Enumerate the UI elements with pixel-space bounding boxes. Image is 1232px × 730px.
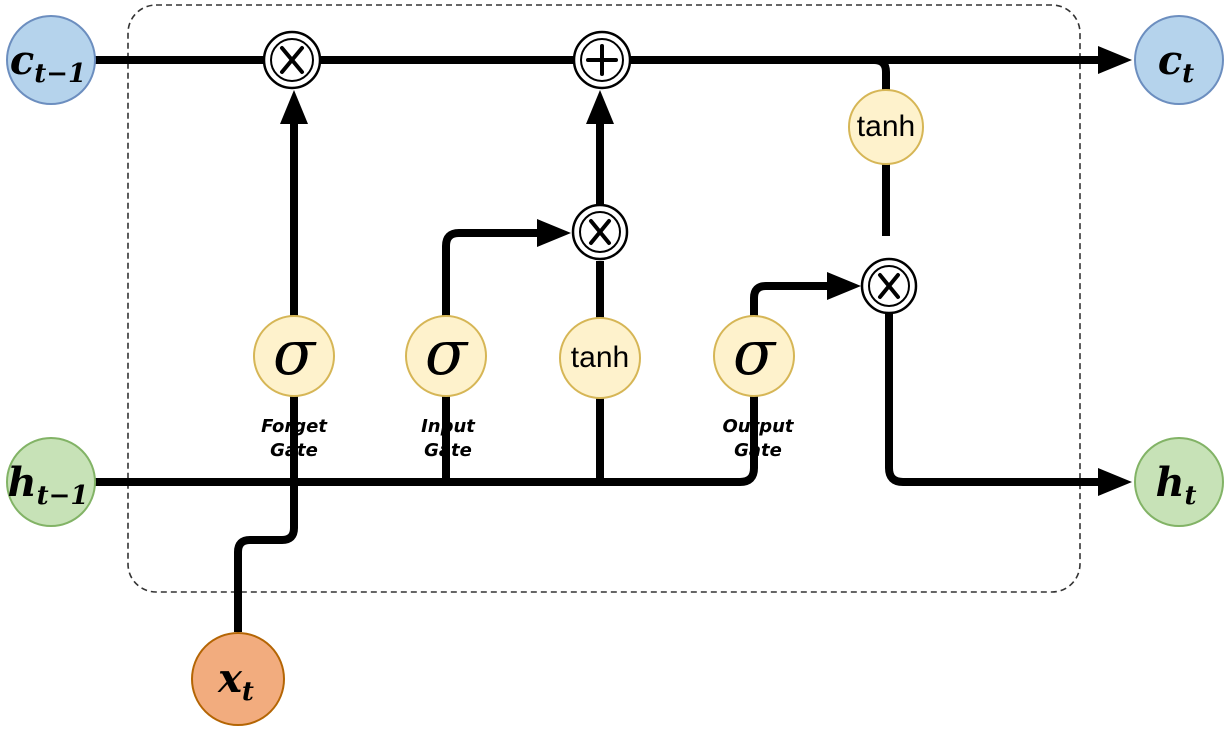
input-gate-label-line1: Input [421,416,476,437]
c-next-base: c [1158,37,1182,84]
arrowhead-cell-out [1098,46,1132,74]
svg-text:ht−1: ht−1 [8,459,89,511]
previous-cell-state-node: ct−1 [6,15,96,105]
h-next-base: h [1155,459,1184,506]
previous-hidden-state-node: ht−1 [6,437,96,527]
x-circle [191,632,285,726]
input-sigma-symbol: σ [425,316,469,389]
arrowhead-output [827,272,861,300]
arrowhead-input [537,219,571,247]
next-cell-state-node: ct [1134,15,1224,105]
wire-bus-to-output-sigma [739,394,758,486]
c-next-circle [1134,15,1224,105]
forget-gate-label-line1: Forget [261,416,328,437]
forget-gate-label-line2: Gate [270,440,318,461]
arrowhead-forget [280,90,308,124]
cell-add-operator [572,30,632,90]
x-base: x [217,655,243,702]
next-hidden-state-node: ht [1134,437,1224,527]
input-x-node: xt [191,632,285,726]
c-next-subscript: t [1182,59,1194,89]
c-prev-circle [6,15,96,105]
arrowhead-hidden-out [1098,468,1132,496]
svg-text:ct: ct [1158,37,1194,89]
x-subscript: t [242,677,254,707]
arrowhead-add [586,90,614,124]
h-prev-circle [6,437,96,527]
wire-output-to-hidden [885,314,1100,486]
cell-tanh-node: tanh [848,89,924,165]
output-gate-label-line1: Output [722,416,794,437]
wire-cell-to-tanh [788,56,890,92]
input-gate-label-line2: Gate [424,440,472,461]
svg-text:ct−1: ct−1 [10,37,86,89]
wire-x-input [234,396,298,632]
wire-output-to-mult [750,282,830,316]
forget-sigma-symbol: σ [273,316,317,389]
c-prev-base: c [10,37,34,84]
svg-text:xt: xt [217,655,254,707]
wire-input-to-mult [442,229,540,316]
lstm-cell-boundary [127,4,1081,593]
h-prev-subscript: t−1 [37,481,89,511]
input-multiply-operator [571,203,629,261]
c-prev-subscript: t−1 [34,59,86,89]
svg-text:ht: ht [1155,459,1196,511]
forget-multiply-operator [262,30,322,90]
input-gate-sigmoid: σ [405,315,487,397]
output-sigma-symbol: σ [733,316,777,389]
h-prev-base: h [8,459,37,506]
h-next-subscript: t [1185,481,1197,511]
output-gate-label-line2: Gate [734,440,782,461]
candidate-tanh-node: tanh [559,317,641,399]
output-multiply-operator [860,257,918,315]
forget-gate-sigmoid: σ [253,315,335,397]
h-next-circle [1134,437,1224,527]
output-gate-sigmoid: σ [713,315,795,397]
cell-tanh-label: tanh [857,110,915,143]
candidate-tanh-label: tanh [571,341,629,374]
